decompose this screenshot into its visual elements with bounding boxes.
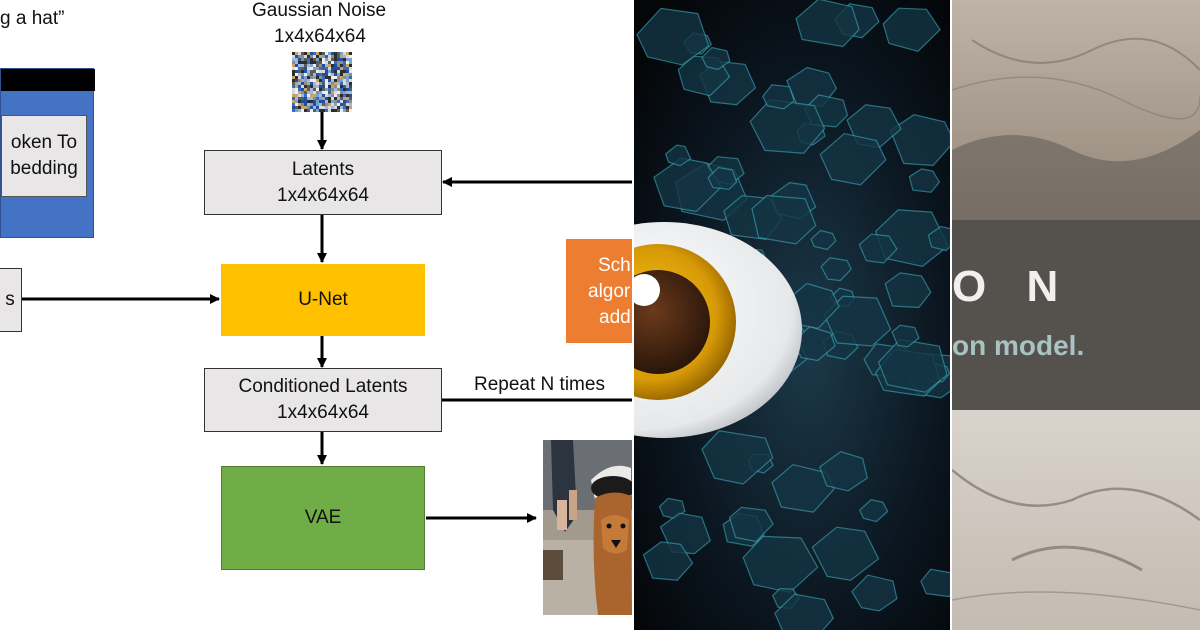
scheduler-line1: Sch — [598, 255, 631, 276]
crystal-shard — [891, 324, 920, 348]
crystal-shard — [749, 98, 826, 154]
crystal-shards — [636, 0, 950, 630]
banner-panel: O N on model. — [952, 0, 1200, 630]
crystal-shard — [751, 194, 817, 245]
crystal-shard — [653, 157, 722, 213]
crystal-shard — [818, 451, 868, 492]
unet-label: U-Net — [298, 289, 348, 310]
eye-art-panel — [634, 0, 950, 630]
eye-highlight — [634, 274, 660, 306]
gaussian-noise-image — [292, 52, 352, 112]
token-box-line2: bedding — [10, 158, 78, 179]
diagram-panel: g a hat” Gaussian Noise 1x4x64x64 oken T… — [0, 0, 632, 615]
crystal-shard — [707, 166, 738, 190]
crystal-shard — [811, 526, 880, 581]
crystal-shard — [701, 46, 731, 71]
marble-background — [952, 0, 1200, 630]
crystal-shard — [851, 574, 898, 612]
noise-dims: 1x4x64x64 — [274, 26, 366, 47]
crystal-shard — [877, 338, 948, 393]
crystal-shard — [761, 84, 795, 110]
crystal-shard — [642, 541, 694, 581]
embeddings-box-label: s — [5, 289, 15, 310]
crystal-shard — [927, 225, 950, 252]
repeat-label: Repeat N times — [474, 374, 605, 395]
latents-box: Latents 1x4x64x64 — [204, 150, 442, 215]
crystal-shard — [728, 506, 774, 543]
crystal-shard — [882, 7, 941, 52]
crystal-shard — [820, 257, 852, 282]
crystal-shard — [884, 272, 932, 309]
scheduler-box: Sch algor add — [566, 239, 632, 343]
crystal-shard — [810, 229, 837, 251]
latents-dims: 1x4x64x64 — [277, 184, 369, 206]
crystal-shard — [819, 132, 887, 186]
crystal-shard — [920, 568, 950, 598]
scheduler-line2: algor — [588, 281, 631, 302]
scheduler-line3: add — [599, 307, 631, 328]
conditioned-title: Conditioned Latents — [238, 376, 408, 397]
crystal-shard — [774, 593, 835, 630]
crystal-shard — [664, 144, 692, 167]
vae-label: VAE — [304, 507, 342, 528]
token-embedding-container: oken To bedding — [0, 68, 95, 238]
unet-box: U-Net — [221, 264, 425, 336]
eye-artwork — [634, 0, 950, 630]
crystal-shard — [795, 0, 860, 48]
connector-layer — [22, 112, 632, 523]
crystal-shard — [701, 430, 774, 485]
crystal-shard — [908, 168, 941, 193]
crystal-shard — [858, 233, 898, 264]
latents-title: Latents — [291, 158, 355, 180]
noise-title: Gaussian Noise — [252, 0, 387, 21]
conditioned-dims: 1x4x64x64 — [277, 402, 369, 423]
embeddings-box: s — [0, 268, 22, 332]
banner-title: O N — [952, 262, 1073, 311]
conditioned-latents-box: Conditioned Latents 1x4x64x64 — [204, 368, 442, 432]
token-to-embedding-box: oken To bedding — [1, 115, 87, 197]
crystal-shard — [636, 7, 710, 66]
vae-box: VAE — [221, 466, 425, 570]
banner-subtitle: on model. — [952, 330, 1085, 361]
output-dog-photo — [543, 440, 632, 615]
token-embedding-header — [1, 69, 95, 91]
panel-divider-2 — [950, 0, 952, 630]
panel-divider-1 — [632, 0, 634, 630]
crystal-shard — [858, 499, 889, 523]
token-box-line1: oken To — [10, 132, 78, 153]
prompt-text: g a hat” — [0, 8, 65, 29]
